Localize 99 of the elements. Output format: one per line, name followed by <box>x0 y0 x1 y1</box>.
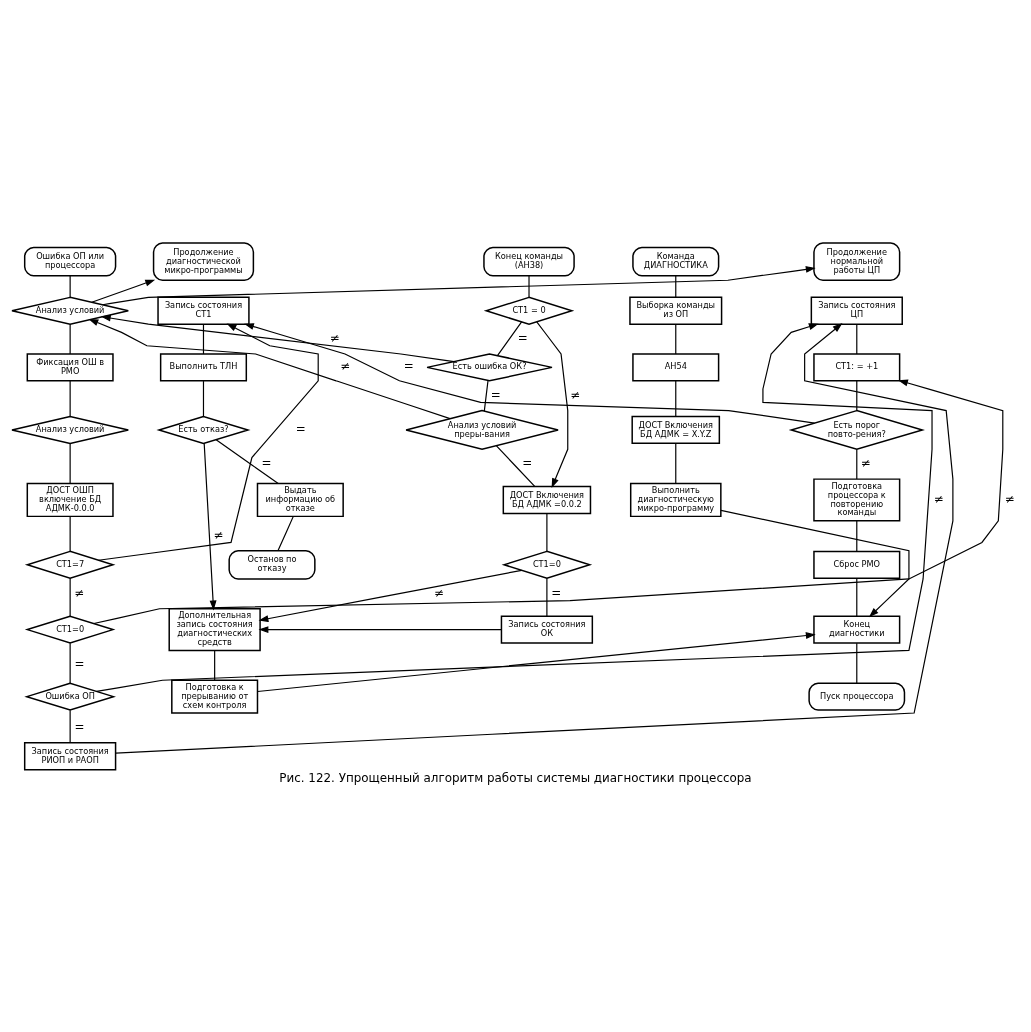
connector <box>495 445 536 487</box>
node-box: Продолжение нормальной работы ЦП <box>813 242 901 281</box>
arrow <box>115 323 954 754</box>
node-box: Пуск процессора <box>808 682 906 711</box>
node-box: Выборка команды из ОП <box>629 296 723 325</box>
edge-label: ≠ <box>340 359 351 374</box>
edge-label: ≠ <box>934 491 945 506</box>
connector <box>856 520 858 552</box>
arrow <box>258 569 523 623</box>
connector <box>69 577 71 617</box>
connector <box>69 515 71 552</box>
node-box: Команда ДИАГНОСТИКА <box>632 246 720 277</box>
edge-label: ≠ <box>329 330 340 345</box>
connector <box>202 323 205 355</box>
connector <box>69 380 71 418</box>
arrow <box>258 626 502 634</box>
connector <box>496 321 523 357</box>
node-box: Останов по отказу <box>228 549 316 580</box>
node-box: Фиксация ОШ в РМО <box>26 353 114 382</box>
arrow <box>257 632 816 693</box>
edge-label: ≠ <box>213 527 224 542</box>
arrow <box>203 442 217 611</box>
edge-label: = <box>551 585 562 600</box>
connector <box>675 275 677 298</box>
arrow <box>93 379 1004 625</box>
edge-label: ≠ <box>861 456 872 471</box>
arrow <box>91 279 156 303</box>
connector <box>675 380 677 418</box>
connector <box>528 275 530 298</box>
edge-label: = <box>74 719 85 734</box>
node-box: Выполнить диагностическую микро-программу <box>629 482 722 518</box>
connector <box>202 380 205 418</box>
connector <box>675 443 677 485</box>
node-diamond: СТ1=7 <box>24 550 116 579</box>
node-box: СТ1: = +1 <box>813 353 901 382</box>
arrow <box>102 266 816 306</box>
connector <box>856 323 858 355</box>
node-box: Запись состояния ЦП <box>810 296 903 325</box>
arrow <box>100 314 455 363</box>
edge-label: = <box>74 657 85 672</box>
node-diamond: Анализ условий преры-вания <box>405 409 559 451</box>
edge-label: = <box>295 421 306 436</box>
connector <box>546 577 548 617</box>
node-diamond: СТ1=0 <box>501 550 593 579</box>
node-box: АН54 <box>632 353 720 382</box>
node-diamond: Есть порог повто-рения? <box>788 409 925 451</box>
connector <box>856 380 858 412</box>
node-box: Ошибка ОП или процессора <box>23 246 117 277</box>
caption: Рис. 122. Упрощенный алгоритм работы системы диагностики процессора <box>279 771 752 786</box>
connector <box>856 642 858 684</box>
edge-label: = <box>490 387 501 402</box>
edge-label: ≠ <box>570 387 581 402</box>
node-box: Конец диагностики <box>813 615 901 644</box>
connector <box>277 515 294 552</box>
connector <box>483 379 489 412</box>
node-diamond: Анализ условий <box>11 415 130 445</box>
edge-label: = <box>522 456 533 471</box>
edge-label: ≠ <box>1004 491 1015 506</box>
arrow <box>88 318 451 420</box>
connector <box>69 443 71 485</box>
connector <box>675 323 677 355</box>
connector <box>69 642 71 684</box>
node-box: ДОСТ Включения БД АДМК = X.Y.Z <box>631 415 721 445</box>
node-box: Подготовка процессора к повторению команды <box>813 478 901 522</box>
node-box: Запись состояния РИОП и РАОП <box>23 742 117 771</box>
node-box: ДОСТ Включения БД АДМК =0.0.2 <box>502 485 592 515</box>
node-box: Запись состояния ОК <box>500 615 594 644</box>
node-box: Подготовка к прерыванию от схем контроля <box>171 679 259 714</box>
node-diamond: Есть ошибка ОК? <box>426 353 553 382</box>
node-box: Запись состояния СТ1 <box>157 296 250 325</box>
node-box: Дополнительная запись состояния диагностических средств <box>168 608 261 652</box>
arrow <box>97 323 319 561</box>
arrow <box>720 509 910 618</box>
connector <box>214 650 216 681</box>
connector <box>215 439 279 485</box>
edge-label: = <box>403 359 414 374</box>
node-box: Сброс РМО <box>813 550 901 579</box>
connector <box>69 275 71 298</box>
connector <box>856 577 858 617</box>
node-diamond: Есть отказ? <box>156 415 251 445</box>
node-box: Конец команды (АН38) <box>483 246 575 277</box>
edge-label: = <box>261 456 272 471</box>
connector <box>69 709 71 744</box>
node-box: Выполнить ТЛН <box>159 353 248 382</box>
connector <box>856 448 858 480</box>
edge-label: ≠ <box>74 585 85 600</box>
edge-label: = <box>517 330 528 345</box>
node-diamond: Ошибка ОП <box>24 682 116 711</box>
edge-label: ≠ <box>434 585 445 600</box>
node-box: ДОСТ ОШП включение БД АДМК-0.0.0 <box>26 482 114 518</box>
node-diamond: СТ1 = 0 <box>483 296 575 325</box>
node-box: Выдать информацию об отказе <box>256 482 344 518</box>
node-diamond: СТ1=0 <box>24 615 116 644</box>
node-box: Продолжение диагностической микро-программы <box>152 242 255 281</box>
connector <box>546 512 548 552</box>
arrow <box>244 323 816 424</box>
arrow <box>96 323 933 692</box>
arrow <box>536 321 569 489</box>
connector <box>69 323 71 355</box>
